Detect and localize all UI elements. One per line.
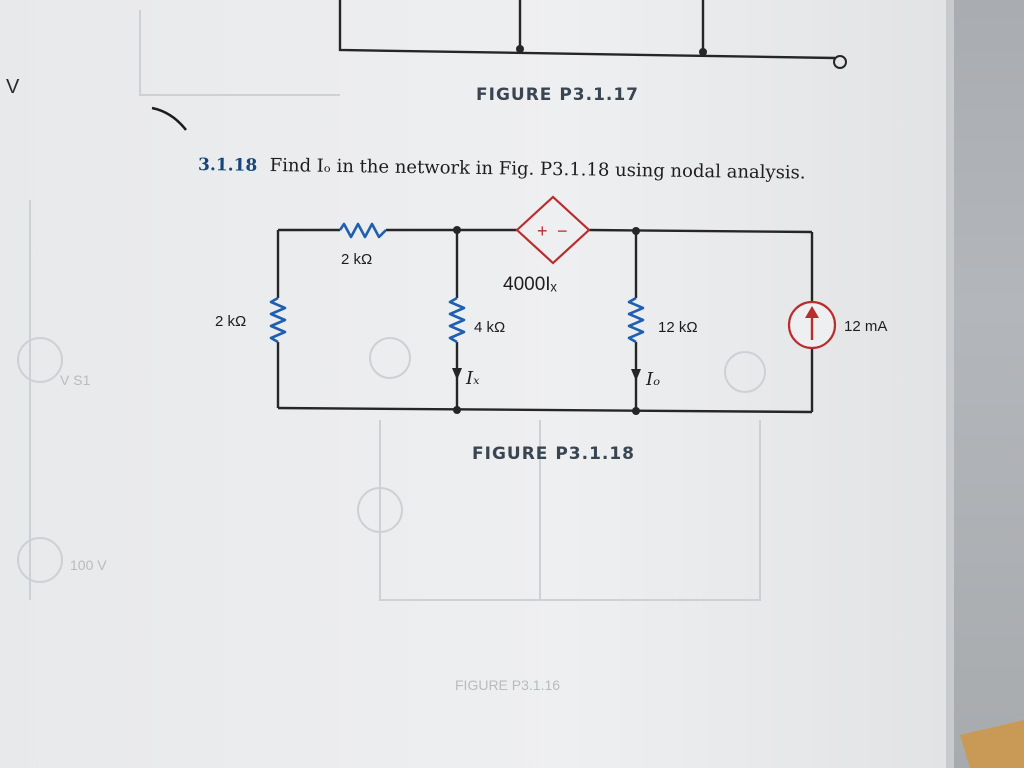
minus-sign: − [557,221,568,241]
circuit-diagram: + − 2 kΩ 2 kΩ 4 kΩ 12 kΩ 12 mA 4000Iₓ Iₓ… [215,195,887,415]
io-label: Iₒ [645,369,660,390]
figure-caption-top: FIGURE P3.1.17 [476,85,639,105]
junction-dot [632,227,640,235]
paper-edge [946,0,954,768]
dependent-source-label: 4000Iₓ [503,274,558,295]
bleed-through [17,10,766,601]
resistor-left-label: 2 kΩ [215,313,246,330]
dependent-voltage-source: + − [515,195,591,265]
plus-sign: + [537,221,548,241]
resistor-mid-label: 4 kΩ [474,319,505,336]
figure-p3-1-17-fragment [338,0,847,69]
figure-caption: FIGURE P3.1.18 [472,444,635,464]
io-arrow [631,369,641,381]
ghost-text: V S1 [60,372,91,388]
junction-dot [632,407,640,415]
resistor-top-label: 2 kΩ [341,251,372,268]
paper-sheet [0,0,946,768]
ix-arrow [452,368,462,380]
resistor-top-2k [338,222,387,239]
ix-label: Iₓ [465,368,480,389]
margin-mark: V [6,76,20,98]
resistor-right-label: 12 kΩ [658,319,698,336]
ghost-text: 100 V [70,557,107,573]
ghost-text: FIGURE P3.1.16 [455,677,560,693]
current-source [787,300,837,350]
wire [588,228,813,234]
resistor-mid-4k [448,296,466,344]
current-source-label: 12 mA [844,318,887,335]
problem-number: 3.1.18 [198,155,257,176]
table-corner [960,720,1024,768]
wire [277,406,813,414]
pen-mark [151,106,187,131]
resistor-left-2k [269,296,287,344]
junction-dot [453,406,461,414]
junction-dot [453,226,461,234]
resistor-right-12k [627,296,645,344]
